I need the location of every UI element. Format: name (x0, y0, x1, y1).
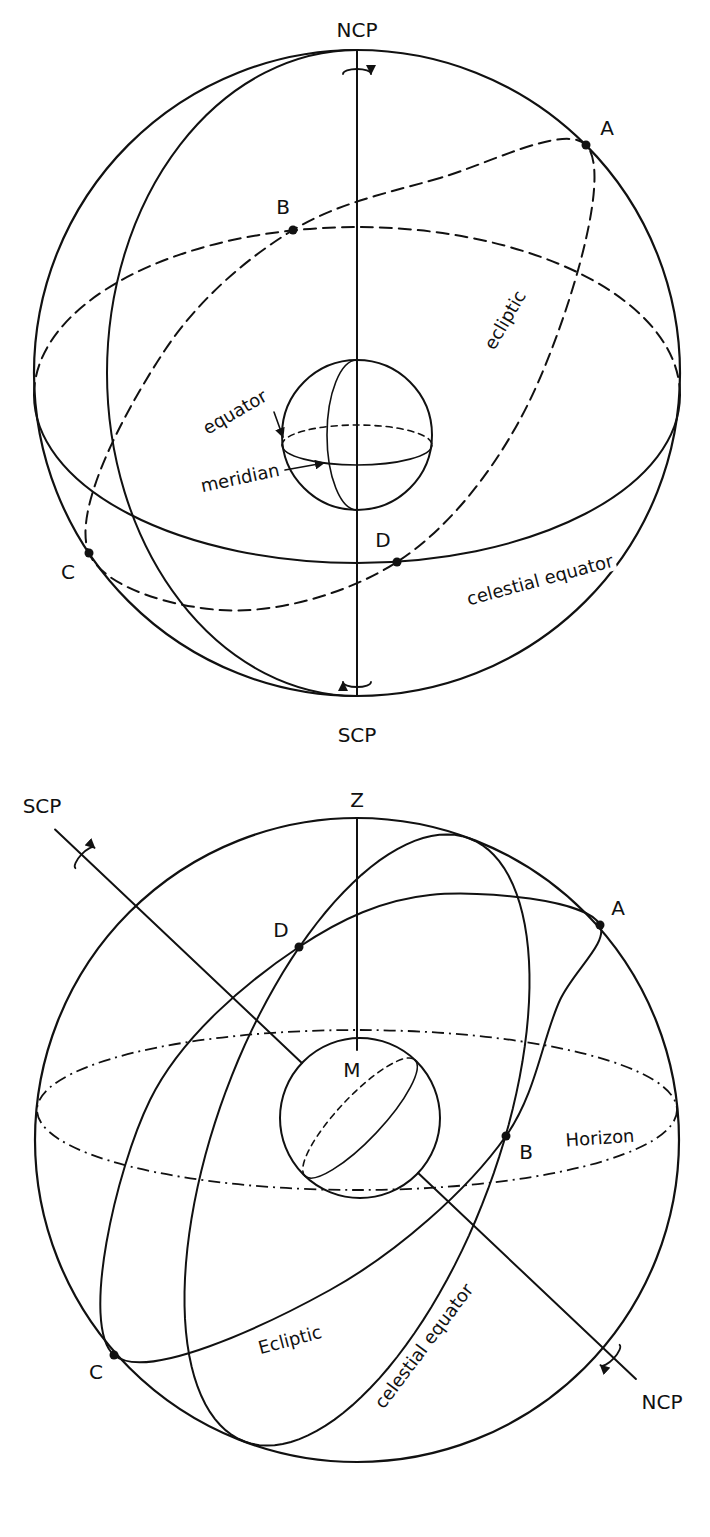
earth-equator-front (282, 445, 432, 465)
point-marker (393, 558, 402, 567)
pole-label: NCP (335, 19, 380, 41)
point-label: A (598, 117, 616, 139)
point-label: C (87, 1361, 105, 1383)
rotation-arrow (75, 847, 95, 868)
meridian-circle (107, 50, 357, 696)
point-label: M (341, 1059, 362, 1081)
ecliptic-circle (85, 139, 594, 611)
celestial-sphere (34, 50, 680, 696)
point-label: A (609, 897, 627, 919)
point-label: D (373, 529, 392, 551)
rotation-arrow (343, 69, 371, 74)
earth-equator-back (303, 1058, 415, 1176)
circle-label: celestial equator (463, 550, 618, 609)
point-label: B (517, 1141, 535, 1163)
point-label: D (271, 919, 290, 941)
zenith-label: Z (348, 789, 366, 811)
point-label: C (59, 561, 77, 583)
circle-label: meridian (197, 460, 283, 497)
circle-label: Ecliptic (254, 1322, 325, 1359)
earth-equator-front (305, 1060, 417, 1178)
rotation-arrow (343, 682, 371, 687)
earth-meridian (327, 360, 357, 510)
horizon-circle (37, 1030, 677, 1190)
polar-axis (356, 50, 358, 696)
leader-arrow (274, 412, 283, 437)
circle-label: ecliptic (479, 285, 530, 354)
earth-globe (280, 1038, 440, 1198)
ecliptic-circle (100, 894, 601, 1363)
point-label: B (274, 196, 292, 218)
pole-label: SCP (21, 795, 64, 817)
zenith-line (356, 818, 358, 1050)
illustration (34, 50, 680, 1462)
rotation-arrow (600, 1345, 620, 1366)
point-marker (295, 943, 304, 952)
celestial-sphere (35, 818, 679, 1462)
point-marker (110, 1351, 119, 1360)
earth-globe (282, 360, 432, 510)
point-marker (85, 549, 94, 558)
point-marker (502, 1132, 511, 1141)
pole-label: NCP (640, 1391, 685, 1413)
point-marker (596, 921, 605, 930)
polar-axis (55, 830, 302, 1064)
circle-label: celestial equator (370, 1278, 479, 1413)
point-marker (582, 141, 591, 150)
celestial-equator-front (34, 395, 680, 563)
circle-label: Horizon (563, 1126, 637, 1151)
earth-equator-back (282, 425, 432, 445)
leader-arrow (285, 463, 324, 470)
polar-axis (418, 1173, 636, 1379)
point-marker (289, 226, 298, 235)
pole-label: SCP (336, 724, 379, 746)
circle-label: equator (198, 385, 272, 439)
